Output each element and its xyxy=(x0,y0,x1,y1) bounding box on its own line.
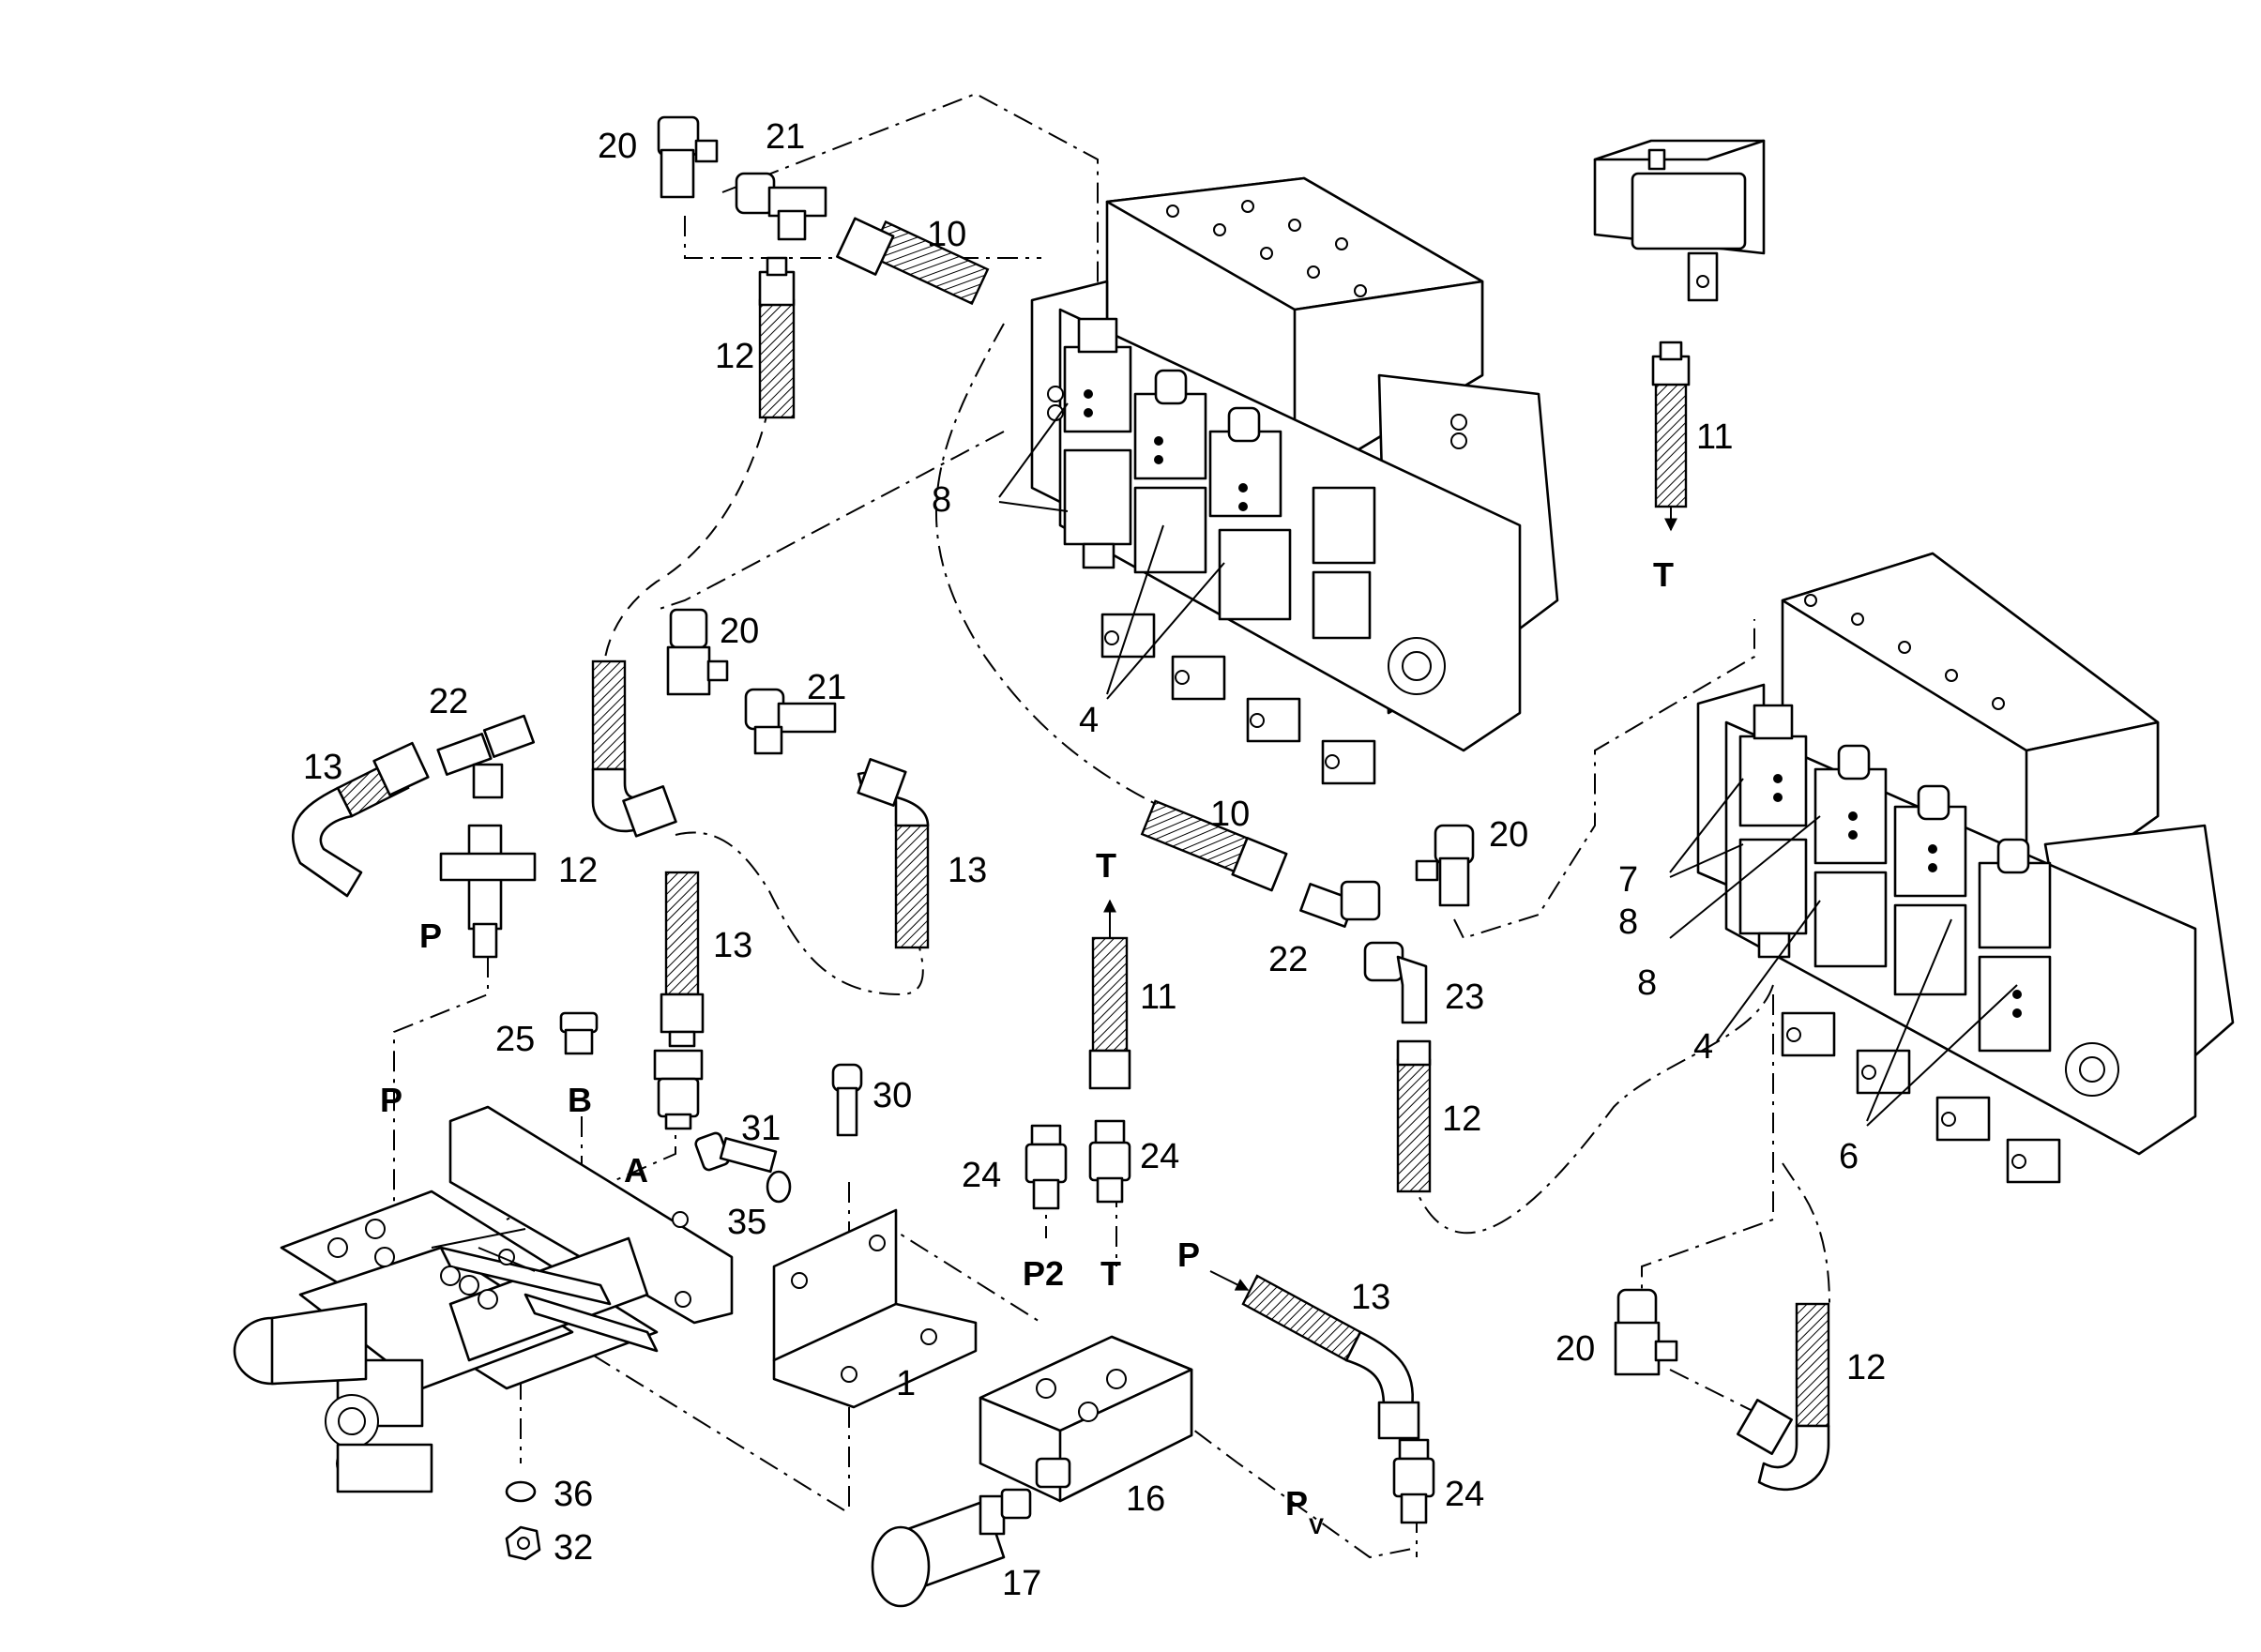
port-p2: P2 xyxy=(1023,1254,1064,1293)
callout-12-bottom: 12 xyxy=(1846,1348,1886,1387)
callout-12-right: 12 xyxy=(1442,1099,1481,1139)
callout-4-top: 4 xyxy=(1079,701,1099,740)
callout-4-right: 4 xyxy=(1693,1027,1713,1067)
lower-valve-manifold xyxy=(1696,552,2235,1184)
callout-8-right-lower: 8 xyxy=(1637,963,1657,1003)
callout-24-left: 24 xyxy=(962,1156,1001,1195)
port-pv: P xyxy=(1285,1484,1308,1523)
callout-24-bottom: 24 xyxy=(1445,1475,1484,1514)
callout-17: 17 xyxy=(1002,1564,1041,1603)
callout-13-mid: 13 xyxy=(713,926,752,965)
callout-16: 16 xyxy=(1126,1479,1165,1519)
callout-24-mid: 24 xyxy=(1140,1137,1179,1176)
callout-30: 30 xyxy=(873,1076,912,1115)
callout-13-left: 13 xyxy=(303,748,342,787)
callout-11-mid: 11 xyxy=(1140,978,1176,1017)
callout-23: 23 xyxy=(1445,978,1484,1017)
port-p-hose: P xyxy=(1177,1235,1200,1274)
small-hardware xyxy=(505,1011,863,1561)
port-p-block: P xyxy=(380,1081,402,1119)
callout-31: 31 xyxy=(741,1109,781,1148)
upper-valve-manifold xyxy=(1030,176,1559,785)
callout-8-right: 8 xyxy=(1618,902,1638,942)
callout-22-left: 22 xyxy=(429,682,468,721)
accumulator-17 xyxy=(871,1488,1032,1608)
callout-6: 6 xyxy=(1839,1137,1859,1176)
port-t-top: T xyxy=(1653,555,1674,594)
port-t-block: T xyxy=(1100,1254,1121,1293)
callout-20-bottom: 20 xyxy=(1555,1329,1595,1369)
callout-numbers: 20 21 10 12 8 4 20 21 22 13 12 13 13 10 … xyxy=(303,117,1886,1603)
callout-36: 36 xyxy=(554,1475,593,1514)
fittings xyxy=(436,115,1678,1524)
valve-stack-assembly xyxy=(233,1105,734,1493)
callout-21-top: 21 xyxy=(766,117,805,157)
port-a: A xyxy=(624,1151,648,1190)
filter-housing xyxy=(1593,139,1766,302)
hoses xyxy=(291,217,1830,1492)
callout-22-mid: 22 xyxy=(1268,940,1308,979)
callout-13-right: 13 xyxy=(948,851,987,890)
callout-21-mid: 21 xyxy=(807,668,846,707)
callout-7: 7 xyxy=(1618,860,1638,900)
port-labels: T T P P B A P2 T P P V xyxy=(380,555,1674,1539)
callout-32: 32 xyxy=(554,1528,593,1568)
leader-lines xyxy=(431,402,2018,1272)
callout-8-top: 8 xyxy=(932,480,951,520)
callout-12-top: 12 xyxy=(715,337,754,376)
port-p-left: P xyxy=(419,917,442,955)
callout-10-top: 10 xyxy=(927,215,966,254)
callout-13-bottom: 13 xyxy=(1351,1278,1390,1317)
callout-20-mid: 20 xyxy=(720,612,759,651)
callout-25: 25 xyxy=(495,1020,535,1059)
callout-20-right: 20 xyxy=(1489,815,1528,855)
callout-20-top: 20 xyxy=(598,127,637,166)
manifold-block-16 xyxy=(979,1335,1193,1503)
callout-35: 35 xyxy=(727,1203,766,1242)
port-pv-subscript: V xyxy=(1309,1514,1324,1539)
callout-1: 1 xyxy=(896,1364,916,1403)
callout-11-top: 11 xyxy=(1696,417,1733,457)
port-t-mid: T xyxy=(1096,846,1116,885)
port-b: B xyxy=(568,1081,592,1119)
callout-10-mid: 10 xyxy=(1210,795,1250,834)
bracket-1 xyxy=(772,1208,978,1409)
callout-12-mid: 12 xyxy=(558,851,598,890)
